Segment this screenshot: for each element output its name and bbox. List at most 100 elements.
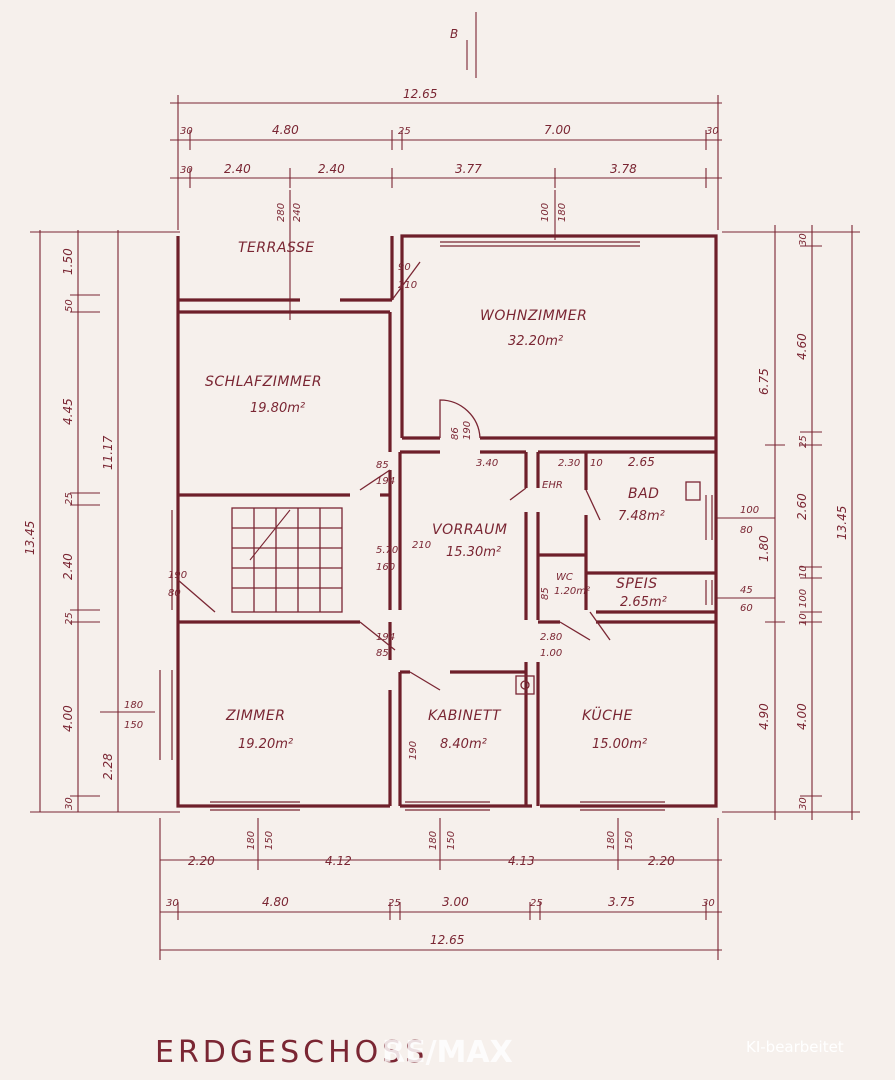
door-labels: 90 210 86 190 85 194 3.40 2.30 10 2.65 2… — [168, 262, 655, 760]
dim-right-w1-1: 80 — [740, 525, 753, 536]
dim-right-w1-0: 100 — [740, 505, 759, 516]
room-wohnzimmer-name: WOHNZIMMER — [480, 308, 587, 324]
dim-top-r3-3: 3.77 — [455, 162, 482, 176]
door-label-28: 210 — [412, 540, 431, 551]
dim-right-w2-1: 60 — [740, 603, 753, 614]
room-kabinett-name: KABINETT — [428, 708, 502, 724]
walls — [176, 234, 718, 808]
dim-left-s4: 2.40 — [61, 553, 75, 580]
room-terrasse: TERRASSE — [238, 240, 315, 256]
dim-left-s3: 25 — [64, 492, 75, 505]
dim-top-total: 12.65 — [403, 87, 437, 101]
dim-top-v1: 240 — [292, 203, 303, 222]
room-zimmer-name: ZIMMER — [225, 708, 285, 724]
dim-bot-v3: 150 — [446, 831, 457, 850]
dim-top-r2-1: 4.80 — [272, 123, 299, 137]
door-label-1: 210 — [398, 280, 417, 291]
room-speis-area: 2.65m² — [620, 595, 667, 610]
dim-bot-r2-5: 3.75 — [608, 895, 635, 909]
dim-right-mid2: 4.90 — [757, 703, 771, 730]
room-kabinett-area: 8.40m² — [440, 737, 487, 752]
door-label-31: 190 — [408, 741, 419, 760]
door-label-33: 1.00 — [540, 648, 562, 659]
dim-top-r2-4: 30 — [706, 126, 719, 137]
room-bad-name: BAD — [628, 486, 659, 502]
dim-bot-v0: 180 — [246, 831, 257, 850]
door-label-34: 85 — [540, 587, 551, 600]
door-label-26: 190 — [168, 570, 187, 581]
door-label-2: 86 — [450, 427, 461, 440]
dim-bot-r1-0: 2.20 — [188, 854, 215, 868]
door-label-22: 194 — [376, 632, 395, 643]
windows — [159, 241, 713, 811]
dim-left-total: 13.45 — [23, 521, 37, 555]
top-dimensions: 12.65 30 4.80 25 7.00 30 30 2.40 2.40 3.… — [170, 87, 722, 320]
door-label-9: 2.30 — [558, 458, 580, 469]
room-schlafzimmer-area: 19.80m² — [250, 401, 305, 416]
room-wc-name: WC — [556, 572, 573, 583]
dim-bot-r2-3: 3.00 — [442, 895, 469, 909]
room-vorraum-name: VORRAUM — [432, 522, 507, 538]
dim-bot-r1-3: 2.20 — [648, 854, 675, 868]
dim-right-w2-0: 45 — [740, 585, 753, 596]
dim-left-mid: 11.17 — [101, 435, 115, 470]
dim-bot-r2-0: 30 — [166, 898, 179, 909]
dim-left-win1: 150 — [124, 720, 143, 731]
door-label-6: 3.40 — [476, 458, 498, 469]
dim-top-r3-2: 2.40 — [318, 162, 345, 176]
dim-left-s2: 4.45 — [61, 398, 75, 425]
right-dimensions: 13.45 30 4.60 25 2.60 1.80 10 100 10 4.0… — [715, 225, 860, 820]
dim-left-s1: 50 — [64, 299, 75, 312]
dim-bot-r1-2: 4.13 — [508, 854, 535, 868]
fixtures — [515, 481, 701, 695]
door-label-5: 194 — [376, 476, 395, 487]
door-label-23: 85 — [376, 648, 389, 659]
door-swings — [177, 261, 611, 691]
dim-bot-total: 12.65 — [430, 933, 464, 947]
room-zimmer-area: 19.20m² — [238, 737, 293, 752]
room-wc-area: 1.20m² — [554, 586, 590, 597]
room-ehr: EHR — [542, 480, 563, 491]
dim-right-s0: 30 — [798, 233, 809, 246]
dim-bot-r2-1: 4.80 — [262, 895, 289, 909]
door-label-11: 2.65 — [628, 455, 655, 469]
door-label-27: 80 — [168, 588, 181, 599]
dim-bot-r1-1: 4.12 — [325, 854, 352, 868]
room-speis-name: SPEIS — [616, 576, 658, 592]
dim-bot-v1: 150 — [264, 831, 275, 850]
dim-left-s0: 1.50 — [61, 248, 75, 275]
dim-bot-v2: 180 — [428, 831, 439, 850]
door-label-0: 90 — [398, 262, 411, 273]
room-kueche-name: KÜCHE — [582, 706, 633, 724]
dim-right-s7: 10 — [798, 613, 809, 626]
dim-top-v0: 280 — [276, 203, 287, 222]
dim-bot-r2-4: 25 — [530, 898, 543, 909]
room-schlafzimmer-name: SCHLAFZIMMER — [205, 374, 322, 390]
dim-top-v3: 180 — [557, 203, 568, 222]
watermark-logo: RE/MAX — [382, 1035, 513, 1070]
dim-top-r3-4: 3.78 — [610, 162, 637, 176]
room-kueche-area: 15.00m² — [592, 737, 647, 752]
dim-bot-v5: 150 — [624, 831, 635, 850]
ai-edited-badge: KI-bearbeitet — [746, 1038, 844, 1056]
dim-bot-r2-6: 30 — [702, 898, 715, 909]
dim-top-v2: 100 — [540, 203, 551, 222]
dim-bot-r2-2: 25 — [388, 898, 401, 909]
dim-left-s7: 30 — [64, 797, 75, 810]
dim-right-s4: 1.80 — [757, 535, 771, 562]
dim-right-s2: 25 — [798, 435, 809, 448]
dim-right-s8: 4.00 — [795, 703, 809, 730]
dim-right-s1: 4.60 — [795, 333, 809, 360]
room-bad-area: 7.48m² — [618, 509, 665, 524]
dim-left-win0: 180 — [124, 700, 143, 711]
section-marker: B — [450, 12, 477, 78]
dim-top-r3-0: 30 — [180, 165, 193, 176]
door-label-29: 5.70 — [376, 545, 398, 556]
door-label-4: 85 — [376, 460, 389, 471]
dim-right-total: 13.45 — [835, 506, 849, 540]
room-vorraum-area: 15.30m² — [446, 545, 501, 560]
door-label-32: 2.80 — [540, 632, 562, 643]
left-dimensions: 13.45 1.50 50 4.45 25 2.40 25 4.00 30 11… — [23, 230, 180, 813]
room-labels: TERRASSE WOHNZIMMER 32.20m² SCHLAFZIMMER… — [205, 240, 667, 752]
door-label-3: 190 — [462, 421, 473, 440]
